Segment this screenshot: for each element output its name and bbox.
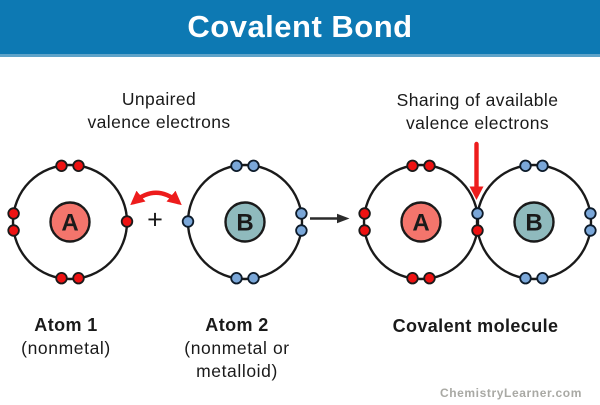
header-banner: Covalent Bond: [0, 0, 600, 57]
reaction-arrow-head: [337, 213, 350, 224]
pointer-arrow-head: [469, 186, 484, 200]
label-sharing-electrons: Sharing of available valence electrons: [396, 90, 559, 133]
electron-red: [7, 207, 20, 220]
caption-atom-1-title: Atom 1: [34, 315, 98, 335]
label-unpaired-electrons: Unpaired valence electrons: [87, 89, 231, 132]
electron-red: [406, 272, 419, 285]
electron-blue: [536, 159, 549, 173]
electron-red: [406, 159, 419, 173]
atom-a-nucleus: [49, 201, 91, 243]
electron-exchange-arrow-icon: [130, 190, 182, 206]
electron-blue: [584, 207, 597, 220]
electron-blue: [584, 224, 597, 237]
electron-red: [358, 224, 371, 237]
electron-blue-unpaired: [181, 215, 195, 228]
electron-red: [72, 272, 85, 285]
atom-a-group: A: [7, 159, 134, 285]
atom-b-group: B: [181, 159, 308, 285]
molecule-atom-b-nucleus: [513, 201, 555, 243]
electron-red-unpaired: [120, 215, 134, 228]
caption-atom-1-subtitle: (nonmetal): [21, 338, 111, 358]
reaction-arrow-icon: [310, 213, 350, 224]
atom-a-symbol: A: [61, 210, 78, 237]
electron-red: [358, 207, 371, 220]
electron-blue: [295, 224, 308, 237]
molecule-atom-b-shell: [475, 163, 593, 281]
electron-red: [7, 224, 20, 237]
caption-covalent-molecule: Covalent molecule: [373, 315, 578, 338]
molecule-atom-a-symbol: A: [412, 210, 429, 237]
caption-atom-2: Atom 2 (nonmetal or metalloid): [151, 314, 323, 383]
electron-blue: [295, 207, 308, 220]
electron-blue: [247, 159, 260, 173]
atom-b-nucleus: [224, 201, 266, 243]
caption-atom-1: Atom 1 (nonmetal): [0, 314, 132, 360]
electron-blue: [519, 272, 532, 285]
caption-covalent-molecule-title: Covalent molecule: [392, 316, 559, 336]
page-title: Covalent Bond: [187, 9, 413, 44]
electron-blue: [536, 272, 549, 285]
electron-blue: [230, 159, 243, 173]
atom-b-symbol: B: [236, 210, 253, 237]
shared-electron-red: [471, 224, 484, 237]
caption-atom-2-title: Atom 2: [205, 315, 269, 335]
electron-blue: [230, 272, 243, 285]
plus-sign: +: [147, 205, 163, 235]
molecule-atom-a-nucleus: [400, 201, 442, 243]
covalent-molecule-group: A B: [358, 159, 597, 285]
caption-atom-2-subtitle: (nonmetal or metalloid): [184, 338, 290, 381]
electron-red: [423, 272, 436, 285]
electron-red: [72, 159, 85, 173]
electron-red: [423, 159, 436, 173]
watermark: ChemistryLearner.com: [439, 386, 582, 400]
electron-blue: [519, 159, 532, 173]
shared-electron-blue: [471, 207, 484, 220]
electron-red: [55, 159, 68, 173]
molecule-atom-b-symbol: B: [525, 210, 542, 237]
electron-red: [55, 272, 68, 285]
electron-blue: [247, 272, 260, 285]
sharing-pointer-arrow-icon: [469, 141, 484, 200]
